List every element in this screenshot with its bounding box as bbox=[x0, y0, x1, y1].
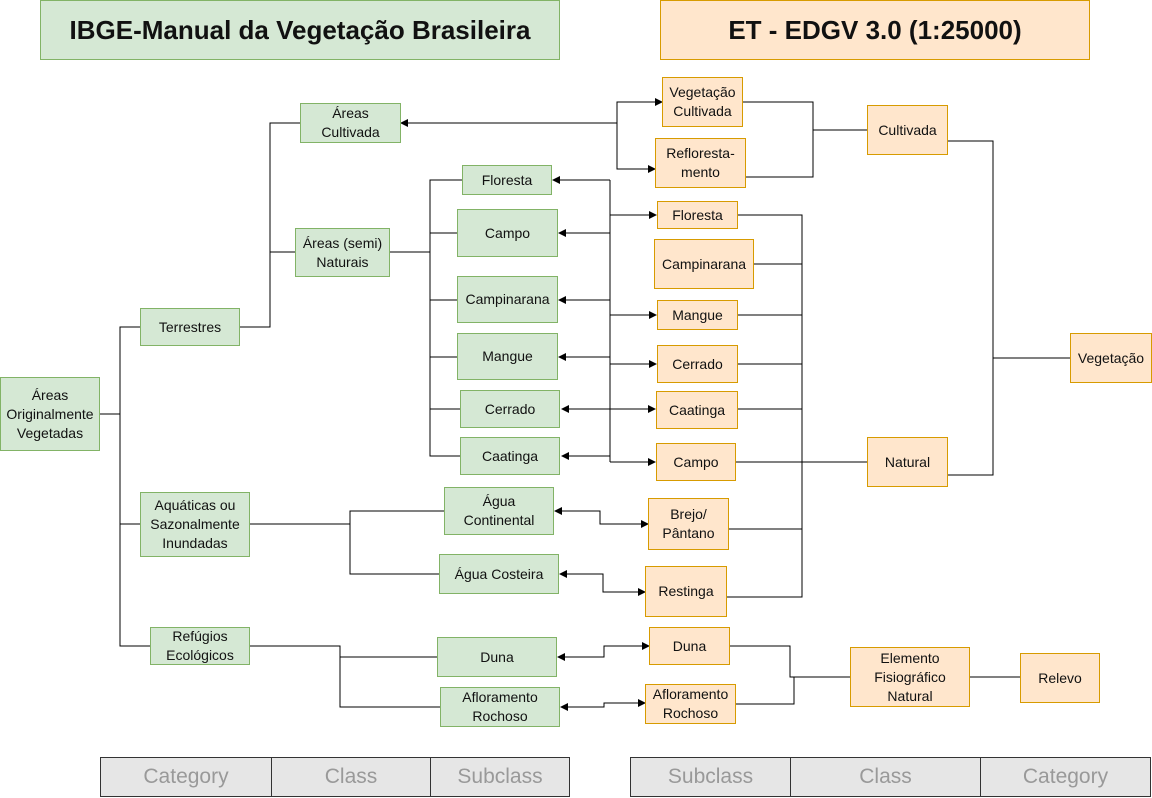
ibge-node-afloramento: Afloramento Rochoso bbox=[440, 687, 560, 727]
legend-ibge-subclass: Subclass bbox=[431, 758, 569, 796]
edgv-node-mangue: Mangue bbox=[657, 300, 738, 330]
edgv-node-reflorestamento: Refloresta- mento bbox=[655, 138, 746, 188]
ibge-node-duna: Duna bbox=[437, 637, 557, 677]
legend-edgv-subclass: Subclass bbox=[631, 758, 791, 796]
ibge-node-campo: Campo bbox=[457, 209, 558, 257]
ibge-node-terrestres: Terrestres bbox=[140, 308, 240, 346]
edgv-node-afloramento: Afloramento Rochoso bbox=[645, 684, 736, 724]
edgv-node-relevo: Relevo bbox=[1020, 653, 1100, 703]
ibge-node-agua-continental: Água Continental bbox=[444, 487, 554, 535]
edgv-node-cultivada: Cultivada bbox=[867, 105, 948, 155]
ibge-node-agua-costeira: Água Costeira bbox=[439, 554, 559, 594]
ibge-node-cerrado: Cerrado bbox=[460, 390, 560, 428]
edgv-title: ET - EDGV 3.0 (1:25000) bbox=[660, 0, 1090, 60]
legend-ibge-category: Category bbox=[101, 758, 272, 796]
edgv-node-duna: Duna bbox=[649, 627, 730, 665]
edgv-node-floresta: Floresta bbox=[657, 201, 738, 229]
ibge-node-campinarana: Campinarana bbox=[457, 276, 558, 323]
edgv-node-cerrado: Cerrado bbox=[657, 345, 738, 383]
legend-ibge-class: Class bbox=[272, 758, 431, 796]
edgv-node-campinarana: Campinarana bbox=[654, 239, 754, 289]
ibge-title: IBGE-Manual da Vegetação Brasileira bbox=[40, 0, 560, 60]
ibge-node-caatinga: Caatinga bbox=[460, 437, 560, 475]
edgv-node-elemento-fisiografico: Elemento Fisiográfico Natural bbox=[850, 647, 970, 707]
legend-ibge: Category Class Subclass bbox=[100, 757, 570, 797]
edgv-node-brejo: Brejo/ Pântano bbox=[648, 498, 729, 550]
ibge-node-refugios: Refúgios Ecológicos bbox=[150, 627, 250, 665]
edgv-node-vegetacao: Vegetação bbox=[1070, 333, 1152, 383]
ibge-node-floresta: Floresta bbox=[462, 165, 552, 195]
legend-edgv: Subclass Class Category bbox=[630, 757, 1151, 797]
edgv-node-campo: Campo bbox=[656, 443, 736, 481]
edgv-node-restinga: Restinga bbox=[645, 566, 727, 617]
edgv-node-vegetacao-cultivada: Vegetação Cultivada bbox=[662, 77, 743, 127]
ibge-node-areas-cultivada: Áreas Cultivada bbox=[300, 103, 401, 143]
legend-edgv-category: Category bbox=[981, 758, 1150, 796]
ibge-node-aquaticas: Aquáticas ou Sazonalmente Inundadas bbox=[140, 492, 250, 557]
ibge-node-areas-naturais: Áreas (semi) Naturais bbox=[295, 228, 390, 277]
ibge-node-mangue: Mangue bbox=[457, 333, 558, 380]
ibge-node-root: Áreas Originalmente Vegetadas bbox=[0, 377, 100, 451]
legend-edgv-class: Class bbox=[791, 758, 981, 796]
edgv-node-natural: Natural bbox=[867, 437, 948, 487]
edgv-node-caatinga: Caatinga bbox=[656, 391, 738, 429]
